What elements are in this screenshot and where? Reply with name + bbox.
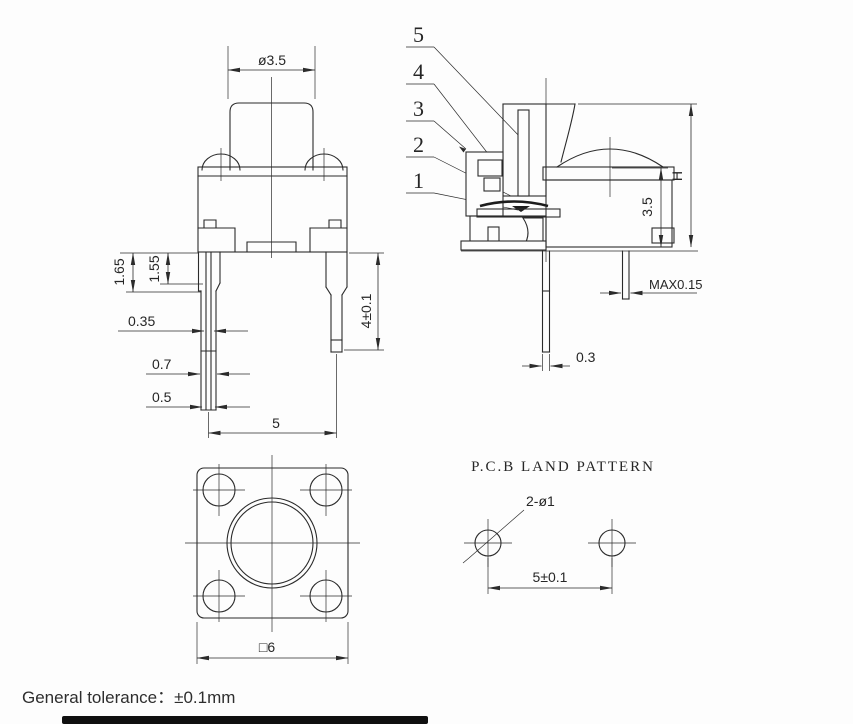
dim-button-diameter: ø3.5 xyxy=(258,52,286,68)
dim-leg-length: 4±0.1 xyxy=(358,293,374,328)
dim-1-55: 1.55 xyxy=(146,255,162,282)
dim-0-7: 0.7 xyxy=(152,356,172,372)
dim-1-65: 1.65 xyxy=(111,258,127,285)
contact-plate xyxy=(476,208,561,218)
metal-dome xyxy=(479,200,549,208)
bottom-view: □6 xyxy=(185,455,360,664)
svg-text:2: 2 xyxy=(413,132,424,157)
section-right-leg xyxy=(621,250,630,300)
callout-4: 4 xyxy=(406,59,497,165)
dim-body-height: 3.5 xyxy=(639,197,655,217)
svg-text:1: 1 xyxy=(413,168,424,193)
switch-body xyxy=(197,166,348,253)
front-view: ø3.5 xyxy=(111,46,384,438)
center-boss-inner xyxy=(230,501,314,585)
general-tolerance-note: General tolerance：±0.1mm xyxy=(22,688,235,707)
dim-hole-pitch: 5±0.1 xyxy=(533,569,568,585)
front-right-leg xyxy=(325,251,348,353)
corner-hole xyxy=(300,464,352,516)
redaction-bar xyxy=(62,716,428,724)
center-boss-outer xyxy=(226,497,318,589)
dim-0-5: 0.5 xyxy=(152,389,172,405)
corner-hole xyxy=(193,464,245,516)
dim-0-35: 0.35 xyxy=(128,313,155,329)
cover-section xyxy=(477,159,503,177)
pcb-land-pattern: P.C.B LAND PATTERN 2-ø1 5±0.1 xyxy=(462,459,655,594)
pcb-title: P.C.B LAND PATTERN xyxy=(471,459,655,475)
pcb-hole-left xyxy=(464,519,512,567)
dim-standoff: MAX0.15 xyxy=(649,277,702,292)
svg-text:5: 5 xyxy=(413,22,424,47)
button-outline xyxy=(229,102,314,171)
corner-hole xyxy=(193,570,245,622)
dim-height: H xyxy=(669,171,685,181)
section-cut-parts xyxy=(460,103,576,251)
section-view: 5 4 3 2 1 xyxy=(406,22,702,371)
callout-5: 5 xyxy=(406,22,522,139)
dim-leg-width: 0.3 xyxy=(576,349,596,365)
svg-text:3: 3 xyxy=(413,96,424,121)
dim-holes: 2-ø1 xyxy=(526,493,555,509)
front-left-leg xyxy=(197,251,221,411)
section-center-leg xyxy=(541,250,551,353)
corner-hole xyxy=(300,570,352,622)
callout-3: 3 xyxy=(406,96,467,153)
dim-pitch: 5 xyxy=(272,415,280,431)
dim-square: □6 xyxy=(259,639,275,655)
svg-text:4: 4 xyxy=(413,59,424,84)
